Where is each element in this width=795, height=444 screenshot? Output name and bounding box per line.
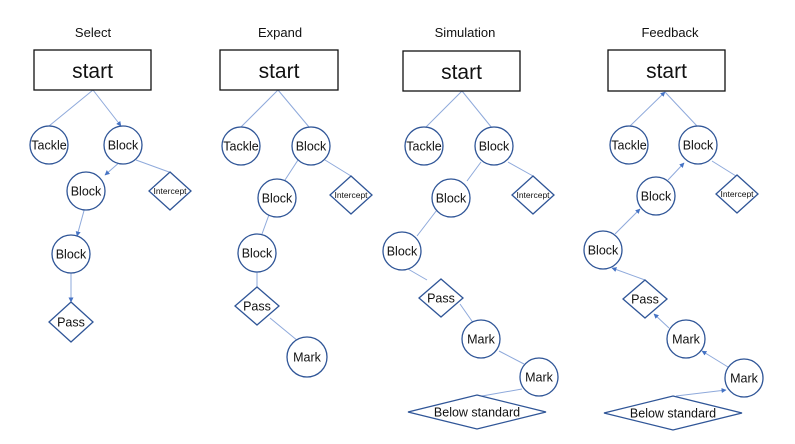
node-label: Block [262, 192, 293, 206]
node-below-standard: Below standard [407, 394, 547, 430]
node-tackle: Tackle [221, 126, 261, 166]
node-mark: Mark [461, 319, 501, 359]
node-block: Block [474, 126, 514, 166]
node-intercept: Intercept [148, 171, 192, 211]
node-label: Block [436, 192, 467, 206]
node-mark: Mark [724, 358, 764, 398]
start-label: start [646, 60, 687, 83]
node-label: Block [479, 140, 510, 154]
node-label: Mark [293, 351, 322, 365]
panel-feedback: Feedback start Tackle Block Block [583, 25, 764, 431]
node-label: Tackle [611, 139, 646, 153]
node-label: Tackle [31, 139, 66, 153]
node-pass: Pass [622, 279, 668, 319]
node-label: Block [296, 140, 327, 154]
edges [48, 89, 170, 303]
node-label: Intercept [720, 189, 754, 199]
node-pass: Pass [234, 286, 280, 326]
node-label: Block [641, 190, 672, 204]
edges [240, 89, 352, 342]
node-label: Intercept [153, 186, 187, 196]
start-label: start [259, 60, 300, 83]
node-label: Block [242, 247, 273, 261]
node-label: Tackle [223, 140, 258, 154]
node-block: Block [257, 178, 297, 218]
node-pass: Pass [418, 278, 464, 318]
node-label: Mark [525, 371, 554, 385]
node-below-standard: Below standard [603, 395, 743, 431]
node-label: Intercept [516, 190, 550, 200]
node-pass: Pass [48, 301, 94, 343]
node-block: Block [431, 178, 471, 218]
node-block: Block [636, 176, 676, 216]
start-label: start [72, 60, 113, 83]
node-label: Block [71, 185, 102, 199]
node-label: Block [588, 244, 619, 258]
node-label: Pass [57, 316, 85, 330]
node-block: Block [382, 231, 422, 271]
node-block: Block [291, 126, 331, 166]
node-intercept: Intercept [329, 175, 373, 215]
start-node: start [607, 49, 726, 92]
panel-title: Select [75, 25, 112, 40]
panel-expand: Expand start Tackle Block Block [219, 25, 373, 378]
node-label: Below standard [630, 407, 716, 421]
node-block: Block [51, 234, 91, 274]
node-mark: Mark [519, 357, 559, 397]
panel-title: Simulation [435, 25, 496, 40]
node-tackle: Tackle [404, 126, 444, 166]
node-intercept: Intercept [715, 174, 759, 214]
node-label: Block [56, 248, 87, 262]
node-tackle: Tackle [29, 125, 69, 165]
node-block: Block [237, 233, 277, 273]
node-label: Mark [730, 372, 759, 386]
node-intercept: Intercept [511, 175, 555, 215]
node-block: Block [66, 171, 106, 211]
node-label: Intercept [334, 190, 368, 200]
edges [407, 90, 534, 397]
node-label: Mark [467, 333, 496, 347]
node-block: Block [103, 125, 143, 165]
node-label: Block [387, 245, 418, 259]
start-node: start [402, 50, 521, 92]
node-block: Block [678, 125, 718, 165]
start-node: start [33, 49, 152, 91]
node-block: Block [583, 230, 623, 270]
panel-title: Expand [258, 25, 302, 40]
panel-simulation: Simulation start Tackle Block Block [382, 25, 559, 430]
panel-select: Select start Tackle Block Block Interc [29, 25, 192, 343]
edges [611, 91, 737, 397]
panel-title: Feedback [641, 25, 699, 40]
node-label: Below standard [434, 406, 520, 420]
node-label: Tackle [406, 140, 441, 154]
start-node: start [219, 49, 339, 91]
node-label: Block [108, 139, 139, 153]
node-label: Pass [243, 300, 271, 314]
node-mark: Mark [666, 319, 706, 359]
node-tackle: Tackle [609, 125, 649, 165]
node-mark: Mark [286, 336, 328, 378]
node-label: Block [683, 139, 714, 153]
start-label: start [441, 61, 482, 84]
node-label: Mark [672, 333, 701, 347]
node-label: Pass [631, 293, 659, 307]
node-label: Pass [427, 292, 455, 306]
